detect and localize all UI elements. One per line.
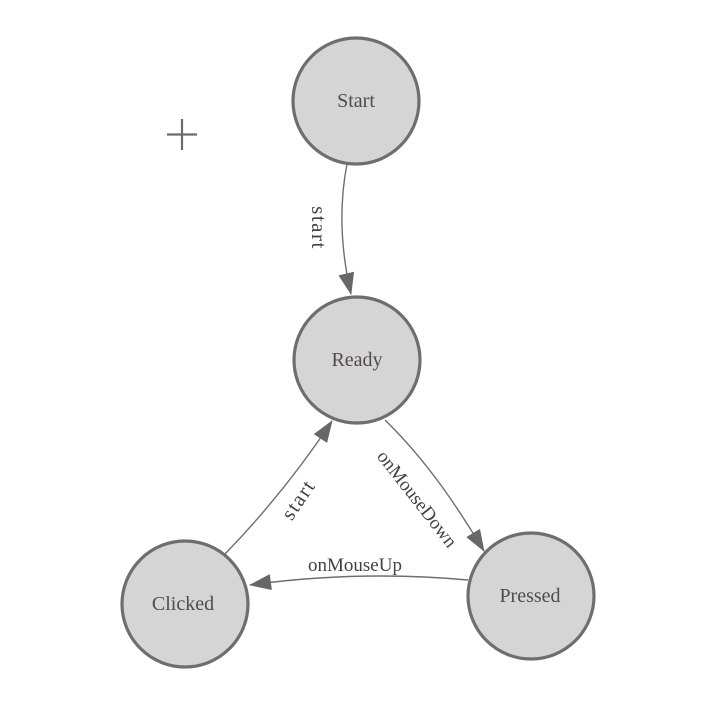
node-label-ready: Ready (331, 349, 382, 371)
node-circle[interactable] (120, 539, 250, 669)
node-start[interactable]: Start (291, 36, 421, 166)
edge-start-to-ready[interactable]: start (307, 163, 355, 295)
edge-label-pressed-to-clicked: onMouseUp (308, 555, 402, 576)
edge-label-clicked-to-ready: start (276, 475, 320, 525)
plus-crosshair-icon[interactable] (167, 119, 197, 150)
edge-ready-to-pressed[interactable]: onMouseDown (372, 419, 485, 553)
node-clicked[interactable]: Clicked (120, 539, 250, 669)
edge-clicked-to-ready[interactable]: start (224, 420, 333, 555)
node-circle[interactable] (292, 295, 422, 425)
edge-line[interactable] (338, 163, 355, 295)
edge-label-start-to-ready: start (307, 206, 331, 250)
edge-label-ready-to-pressed: onMouseDown (372, 447, 461, 553)
node-label-pressed: Pressed (499, 585, 560, 607)
edge-line[interactable] (384, 419, 485, 552)
node-pressed[interactable]: Pressed (466, 531, 596, 661)
edge-pressed-to-clicked[interactable]: onMouseUp (249, 555, 469, 591)
node-label-clicked: Clicked (152, 593, 214, 615)
edge-line[interactable] (249, 574, 469, 591)
node-circle[interactable] (291, 36, 421, 166)
node-circle[interactable] (466, 531, 596, 661)
node-ready[interactable]: Ready (292, 295, 422, 425)
node-label-start: Start (337, 90, 375, 112)
edge-line[interactable] (224, 420, 333, 555)
